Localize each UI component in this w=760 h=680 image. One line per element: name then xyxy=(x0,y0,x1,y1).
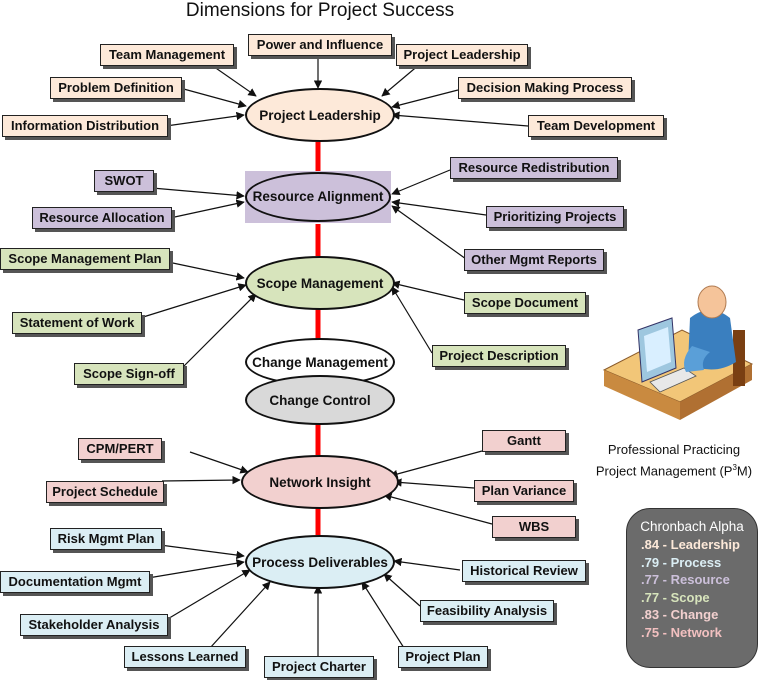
label-project-plan: Project Plan xyxy=(398,646,488,668)
hub-change-control: Change Control xyxy=(245,375,395,425)
alpha-row: .79 - Process xyxy=(641,554,722,570)
label-project-description: Project Description xyxy=(432,345,566,367)
label-resource-allocation: Resource Allocation xyxy=(32,207,172,229)
label-other-mgmt-reports: Other Mgmt Reports xyxy=(464,249,604,271)
label-gantt: Gantt xyxy=(482,430,566,452)
label-project-charter: Project Charter xyxy=(264,656,374,678)
label-swot: SWOT xyxy=(94,170,154,192)
caption-line-2-suffix: M) xyxy=(736,463,753,479)
hub-resource-alignment: Resource Alignment xyxy=(245,172,391,222)
diagram-title: Dimensions for Project Success xyxy=(185,0,455,21)
caption-line-1: Professional Practicing xyxy=(607,442,741,457)
chronbach-alpha-panel: Chronbach Alpha .84 - Leadership .79 - P… xyxy=(626,508,758,668)
label-project-schedule: Project Schedule xyxy=(46,481,164,503)
label-scope-management-plan: Scope Management Plan xyxy=(0,248,170,270)
label-project-leadership: Project Leadership xyxy=(396,44,528,66)
hub-scope-management: Scope Management xyxy=(245,256,395,310)
label-feasibility-analysis: Feasibility Analysis xyxy=(420,600,554,622)
caption-superscript: 3 xyxy=(732,463,737,472)
label-problem-definition: Problem Definition xyxy=(50,77,182,99)
label-team-development: Team Development xyxy=(528,115,664,137)
label-plan-variance: Plan Variance xyxy=(474,480,574,502)
label-statement-of-work: Statement of Work xyxy=(12,312,142,334)
label-stakeholder-analysis: Stakeholder Analysis xyxy=(20,614,168,636)
hub-process-deliverables: Process Deliverables xyxy=(245,535,395,589)
hub-project-leadership: Project Leadership xyxy=(245,88,395,142)
label-scope-document: Scope Document xyxy=(464,292,586,314)
alpha-title: Chronbach Alpha xyxy=(640,519,744,534)
label-cpm-pert: CPM/PERT xyxy=(78,438,162,460)
label-lessons-learned: Lessons Learned xyxy=(124,646,246,668)
label-historical-review: Historical Review xyxy=(462,560,586,582)
label-resource-redistribution: Resource Redistribution xyxy=(450,157,618,179)
label-decision-making-process: Decision Making Process xyxy=(458,77,632,99)
hub-resource-alignment-bg: Resource Alignment xyxy=(245,171,391,223)
alpha-row: .75 - Network xyxy=(641,624,722,640)
label-risk-mgmt-plan: Risk Mgmt Plan xyxy=(50,528,162,550)
alpha-row: .77 - Scope xyxy=(641,589,710,605)
alpha-row: .77 - Resource xyxy=(641,572,730,587)
arrows xyxy=(139,56,529,656)
caption-line-2-prefix: Project Management (P xyxy=(595,463,733,479)
label-information-distribution: Information Distribution xyxy=(2,115,168,137)
label-team-management: Team Management xyxy=(100,44,234,66)
caption-line-2: Project Management (P3M) xyxy=(585,459,760,480)
person-at-computer-illustration xyxy=(602,285,754,420)
alpha-row: .84 - Leadership xyxy=(641,537,740,552)
hub-network-insight: Network Insight xyxy=(241,455,399,509)
alpha-row: .83 - Change xyxy=(641,607,719,622)
label-prioritizing-projects: Prioritizing Projects xyxy=(486,206,624,228)
illustration-caption: Professional Practicing Project Manageme… xyxy=(585,441,760,480)
label-power-and-influence: Power and Influence xyxy=(248,34,392,56)
label-documentation-mgmt: Documentation Mgmt xyxy=(0,571,150,593)
label-wbs: WBS xyxy=(492,516,576,538)
label-scope-sign-off: Scope Sign-off xyxy=(74,363,184,385)
